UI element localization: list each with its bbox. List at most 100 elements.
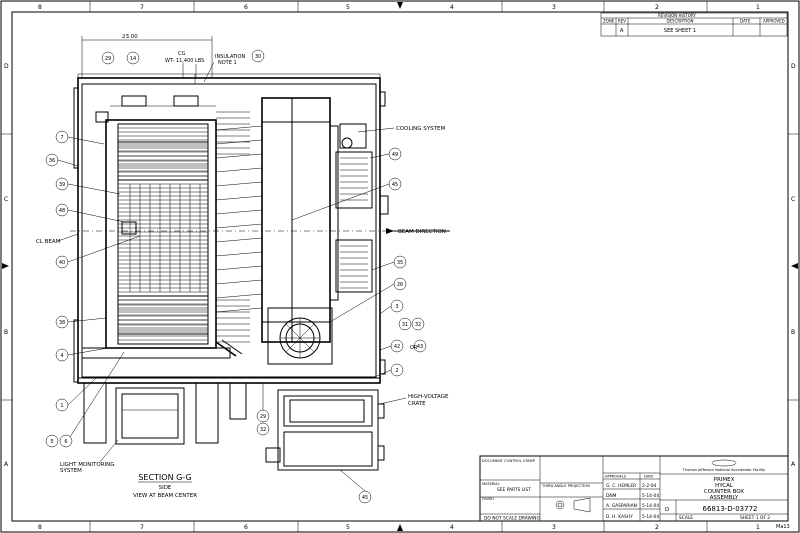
col-label: 6 — [244, 4, 248, 11]
balloon-callouts: 29 14 30 7 36 39 48 40 38 4 1 5 6 49 45 … — [45, 49, 427, 504]
row-label: C — [791, 196, 795, 203]
col-label: 2 — [655, 4, 659, 11]
cooling-fans — [340, 157, 368, 289]
svg-text:5: 5 — [50, 439, 53, 445]
balloon: 3 — [390, 299, 404, 313]
rev-header: REV — [618, 19, 626, 24]
svg-text:35: 35 — [397, 260, 403, 266]
checked-by: DNM — [606, 493, 617, 499]
revision-title: REVISION HISTORY — [658, 13, 696, 18]
balloon: 45 — [358, 490, 372, 504]
section-title: SECTION G-G — [138, 473, 191, 482]
cooling-unit-lower — [335, 239, 373, 293]
title-block: DOCUMENT CONTROL STAMP MATERIAL FINISH T… — [479, 455, 789, 522]
balloon: 32 — [256, 422, 270, 436]
balloon: 49 — [388, 147, 402, 161]
center-module — [261, 97, 331, 343]
cg-label: CG — [178, 51, 185, 57]
rev-letter: A — [620, 28, 624, 34]
crystal-rows — [118, 127, 208, 341]
hv-crate — [277, 389, 379, 471]
row-label: B — [4, 329, 8, 336]
svg-text:29: 29 — [105, 56, 111, 62]
hv-module — [267, 307, 333, 365]
col-label: 3 — [552, 4, 556, 11]
svg-text:30: 30 — [255, 54, 261, 60]
svg-text:3: 3 — [395, 304, 398, 310]
cooling-system-label: COOLING SYSTEM — [396, 126, 445, 132]
balloon: 39 — [55, 177, 69, 191]
readout-cables — [215, 111, 263, 343]
weight-label: WT- 11,400 LBS — [165, 58, 204, 64]
col-label: 1 — [756, 524, 760, 531]
row-label: D — [4, 63, 9, 70]
balloon: 40 — [55, 255, 69, 269]
rev-header: DATE — [740, 19, 751, 24]
balloon: 26 — [393, 277, 407, 291]
support-stand — [83, 382, 385, 471]
parts-list-note: SEE PARTS LIST — [497, 487, 531, 493]
svg-text:29: 29 — [260, 414, 266, 420]
title-line-4: ASSEMBLY — [710, 495, 739, 501]
title-line-1: PRIMEX — [714, 477, 735, 483]
drawing-size: D — [665, 507, 669, 513]
row-label: A — [791, 461, 796, 468]
third-angle-label: THIRD ANGLE PROJECTION — [541, 484, 590, 488]
beam-direction-label: BEAM DIRECTION — [398, 229, 446, 235]
balloon: 36 — [45, 153, 59, 167]
svg-text:39: 39 — [59, 182, 65, 188]
balloon: 29 — [101, 51, 115, 65]
svg-text:1: 1 — [60, 403, 63, 409]
balloon: 4 — [55, 348, 69, 362]
balloon: 38 — [55, 315, 69, 329]
col-label: 3 — [552, 524, 556, 531]
col-label: 6 — [244, 524, 248, 531]
svg-text:42: 42 — [394, 344, 400, 350]
no-scale-note: DO NOT SCALE DRAWING — [484, 516, 540, 522]
drawn-date: 2-2-04 — [642, 483, 657, 489]
col-label: 4 — [450, 4, 454, 11]
svg-text:49: 49 — [392, 152, 398, 158]
doc-control-label: DOCUMENT CONTROL STAMP — [482, 459, 536, 463]
col-label: 1 — [756, 4, 760, 11]
svg-text:32: 32 — [415, 322, 421, 328]
revision-history-table: REVISION HISTORY ZONE REV DESCRIPTION DA… — [600, 12, 788, 37]
hv-crate-label-2: CRATE — [408, 401, 426, 407]
sheet-number: SHEET 1 OF 2 — [740, 515, 770, 521]
engineer-date: 5-14-04 — [642, 503, 659, 509]
svg-text:31: 31 — [402, 322, 408, 328]
svg-text:26: 26 — [397, 282, 403, 288]
svg-text:38: 38 — [59, 320, 65, 326]
material-label: MATERIAL — [482, 482, 500, 486]
date-header: DATE — [644, 475, 654, 479]
crystal-rows-detail — [118, 145, 208, 331]
balloon: 35 — [393, 255, 407, 269]
leader-lines — [57, 136, 395, 492]
projection-symbol — [555, 500, 565, 510]
balloon: 48 — [55, 203, 69, 217]
col-label: 5 — [346, 524, 350, 531]
svg-text:45: 45 — [392, 182, 398, 188]
row-label: C — [4, 196, 8, 203]
col-label: 7 — [140, 4, 144, 11]
row-label: A — [4, 461, 9, 468]
balloon: 1 — [55, 398, 69, 412]
balloon: 2 — [390, 363, 404, 377]
insulation-note: NOTE 1 — [218, 60, 237, 66]
drawing-number: 66813-D-03772 — [703, 505, 758, 513]
light-monitoring-label: LIGHT MONITORING — [60, 462, 115, 468]
finish-label: FINISH — [482, 497, 494, 501]
section-subtitle-2: VIEW AT BEAM CENTER — [133, 493, 197, 499]
col-label: 7 — [140, 524, 144, 531]
svg-text:2: 2 — [395, 368, 398, 374]
balloon: 32 — [411, 317, 425, 331]
inner-border — [11, 11, 789, 522]
cooling-unit-upper — [335, 151, 373, 209]
or-label: OR — [410, 345, 418, 351]
section-subtitle: SIDE — [159, 485, 172, 491]
col-label: 5 — [346, 4, 350, 11]
section-view: 23.00 CG WT- 11,400 LBS INSULATION NOTE … — [36, 34, 450, 384]
corner-code: Ma13 — [776, 524, 790, 530]
